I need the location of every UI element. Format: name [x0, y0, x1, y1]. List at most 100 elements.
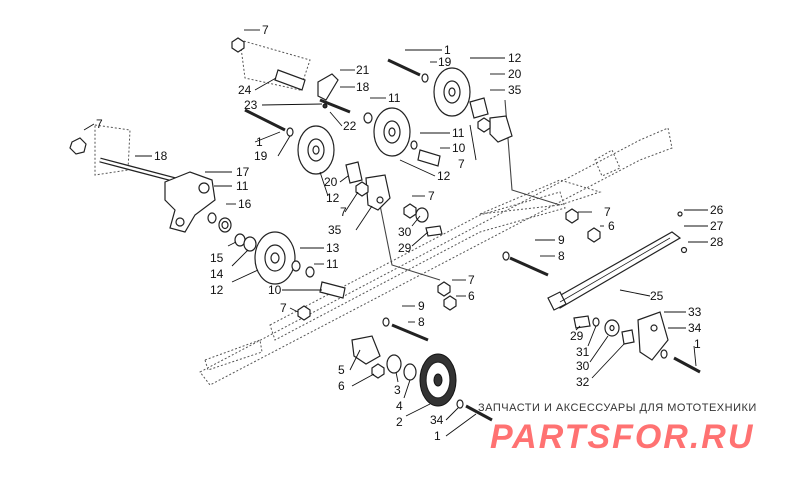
nut-7-middle — [355, 181, 369, 197]
bolt-8-lower — [382, 317, 429, 342]
callout-c15: 19 — [254, 149, 268, 163]
callout-c20: 12 — [437, 169, 451, 183]
callout-c37: 14 — [210, 267, 224, 281]
nut-7-center — [403, 203, 417, 219]
callout-c57: 5 — [338, 363, 345, 377]
callout-c21: 17 — [236, 165, 250, 179]
callout-c7: 24 — [238, 83, 252, 97]
washer-34-front — [456, 399, 464, 409]
bolt-1-upper-left — [244, 108, 286, 132]
callout-c17: 11 — [452, 126, 465, 140]
arm-bracket-17 — [164, 171, 216, 233]
bracket-33 — [637, 311, 669, 361]
callout-c62: 34 — [430, 413, 444, 427]
callout-c19: 7 — [458, 157, 465, 171]
washer-19-top — [421, 73, 429, 83]
clip-29-lower — [573, 315, 591, 329]
callout-c61: 2 — [396, 415, 403, 429]
callout-c39: 13 — [326, 241, 340, 255]
callout-c27: 35 — [328, 223, 342, 237]
bearing-16 — [218, 217, 232, 233]
callout-c44: 7 — [468, 273, 475, 287]
callout-c1: 7 — [262, 23, 269, 37]
callout-c22: 11 — [236, 179, 249, 193]
callout-c9: 22 — [343, 119, 357, 133]
callout-c2: 1 — [444, 43, 451, 57]
callout-c3: 19 — [438, 55, 452, 69]
left-rail-frame — [199, 127, 673, 386]
callout-c35: 28 — [710, 235, 724, 249]
callout-c63: 1 — [434, 429, 441, 443]
shaft-18-top — [319, 98, 351, 114]
spacer-24 — [274, 69, 306, 91]
washer-11-top — [363, 112, 373, 124]
callout-c5: 21 — [356, 63, 370, 77]
watermark-brand-logo: PARTSFOR.RU — [490, 418, 755, 456]
bolt-6-front — [371, 363, 385, 379]
washer-13 — [291, 260, 301, 272]
callout-c31: 7 — [604, 205, 611, 219]
callout-c50: 29 — [570, 329, 584, 343]
callout-c46: 25 — [650, 289, 664, 303]
callout-c8: 23 — [244, 98, 258, 112]
callout-c45: 6 — [468, 289, 475, 303]
callout-c40: 11 — [326, 257, 339, 271]
front-wheel-2 — [419, 353, 457, 407]
callout-labels: 7 1 19 12 21 18 24 23 22 11 20 35 — [83, 23, 724, 443]
idler-wheel-12-middle — [297, 125, 335, 175]
bolt-1-front — [465, 404, 493, 422]
callout-c55: 34 — [688, 321, 702, 335]
callout-c12: 35 — [508, 83, 522, 97]
callout-c24: 20 — [324, 175, 338, 189]
pin-31 — [592, 317, 600, 327]
callout-c42: 8 — [558, 249, 565, 263]
callout-c60: 4 — [396, 399, 403, 413]
callout-c6: 18 — [356, 80, 370, 94]
callout-c29: 30 — [398, 225, 412, 239]
nut-28 — [680, 246, 688, 254]
callout-c52: 30 — [576, 359, 590, 373]
bracket-35-middle — [365, 174, 391, 211]
callout-c53: 32 — [576, 375, 590, 389]
spacer-tube-10-upper — [417, 149, 441, 167]
bearing-14 — [243, 236, 257, 252]
idler-wheel-12-top — [433, 67, 471, 117]
callout-c38: 12 — [210, 283, 224, 297]
bolt-6-right — [587, 227, 601, 243]
callout-c43: 10 — [268, 283, 282, 297]
clip-29-center — [425, 225, 443, 237]
callout-c54: 33 — [688, 305, 702, 319]
grease-fitting-23 — [322, 103, 328, 109]
bolt-6-lower-center — [443, 295, 457, 311]
left-nut-7 — [69, 137, 87, 155]
top-bracket-nut-7 — [231, 37, 245, 53]
callout-c4: 12 — [508, 51, 522, 65]
callout-c33: 26 — [710, 203, 724, 217]
callout-c13: 7 — [96, 117, 103, 131]
callout-c14: 1 — [256, 135, 263, 149]
right-rail-frame — [269, 179, 602, 341]
callout-c51: 31 — [576, 345, 590, 359]
washer-11-lower — [305, 266, 315, 278]
callout-c25: 12 — [326, 191, 340, 205]
callout-c32: 6 — [608, 219, 615, 233]
spacer-3 — [386, 354, 402, 374]
spacer-20-middle — [345, 161, 363, 184]
callout-c41: 9 — [558, 233, 565, 247]
callout-c18: 10 — [452, 141, 466, 155]
watermark-caption: ЗАПЧАСТИ И АКСЕССУАРЫ ДЛЯ МОТОТЕХНИКИ — [478, 402, 757, 414]
bolt-8-center — [502, 251, 549, 277]
callout-c30: 29 — [398, 241, 412, 255]
washer-11-left — [207, 212, 217, 224]
nut-7-lower — [297, 305, 311, 321]
arm-5 — [351, 335, 381, 365]
spacer-tube-10-lower — [319, 281, 346, 299]
spacer-20-top — [469, 97, 489, 119]
callout-c48: 9 — [418, 299, 425, 313]
idler-wheel-12-upper-middle — [373, 107, 411, 157]
bearing-4 — [403, 363, 417, 381]
nut-7-lower-center — [437, 281, 451, 297]
callout-c59: 3 — [394, 383, 401, 397]
callout-c11: 20 — [508, 67, 522, 81]
